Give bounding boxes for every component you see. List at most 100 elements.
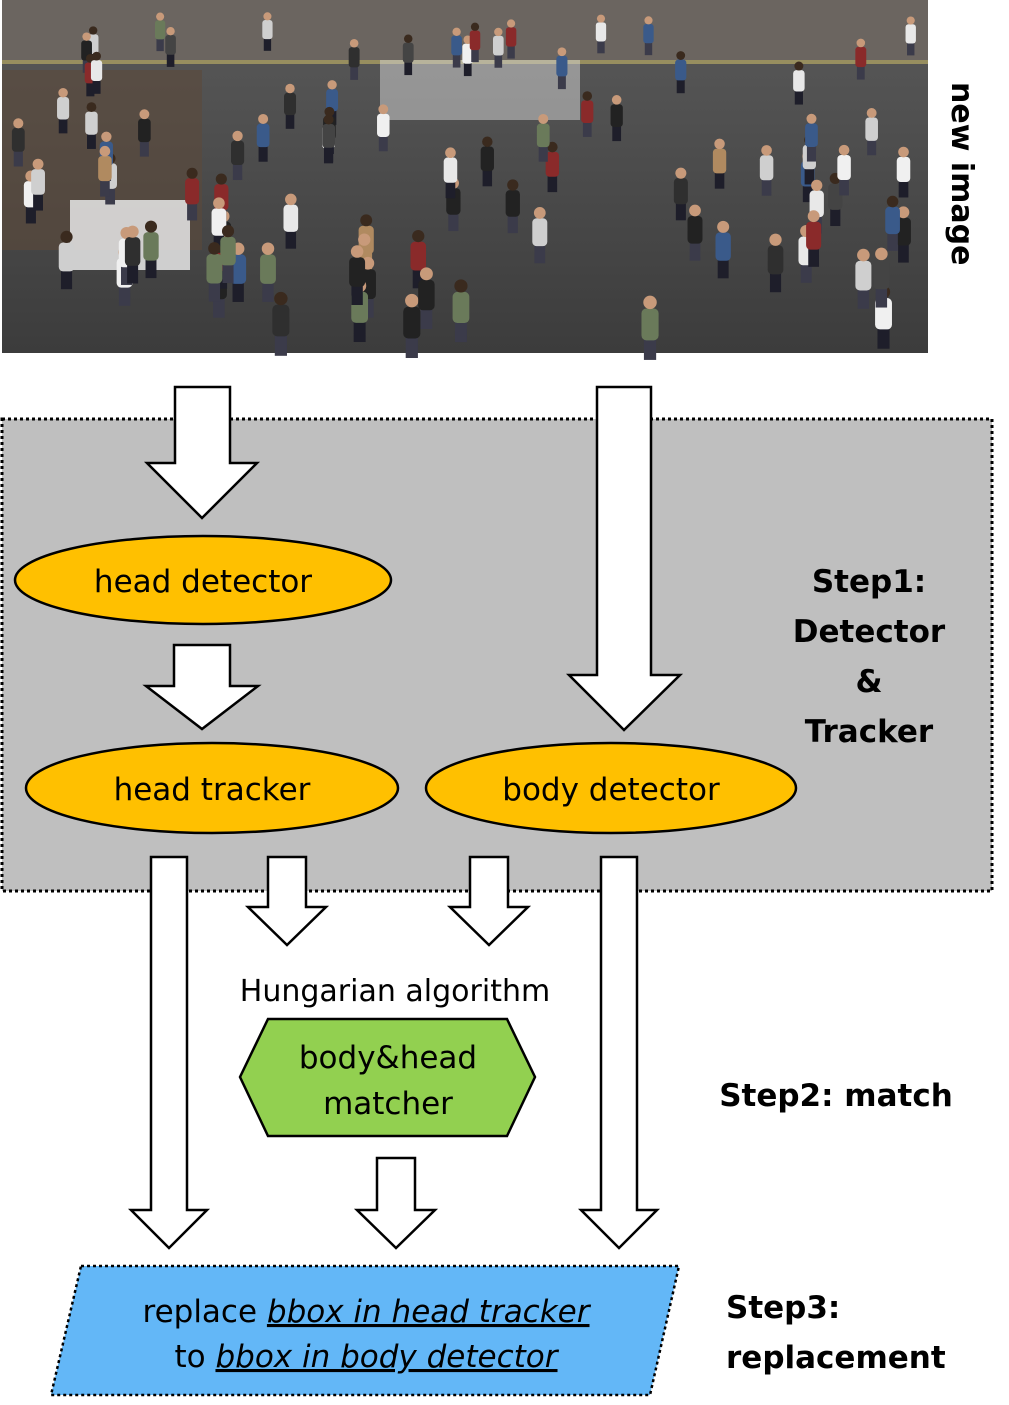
replacement-line2: to bbox in body detector (174, 1339, 559, 1375)
crowd-person (793, 61, 805, 105)
crowd-person (11, 118, 25, 167)
crowd-person (643, 16, 654, 56)
crowd-person (837, 144, 851, 196)
crowd-person (143, 220, 159, 279)
replacement-prefix2: to (174, 1339, 215, 1375)
crowd-person (480, 136, 494, 187)
crowd-person (828, 172, 843, 227)
new-image-label: new image (944, 82, 979, 265)
crowd-person (536, 113, 550, 162)
arrow-body-detector-to-matcher (446, 855, 532, 947)
head-detector-label: head detector (94, 564, 312, 600)
crowd-person (272, 291, 290, 356)
crowd-person (98, 145, 112, 197)
step1-line2: Detector (793, 614, 946, 650)
crowd-person (377, 104, 390, 152)
crowd-person (403, 293, 421, 359)
step3-label: Step3: replacement (726, 1290, 946, 1376)
crowd-person (595, 14, 607, 54)
crowd-person (260, 242, 276, 302)
replacement-node: replace bbox in head tracker to bbox in … (49, 1264, 681, 1397)
crowd-person (885, 195, 900, 251)
crowd-person (443, 147, 458, 199)
replacement-prefix1: replace (143, 1294, 267, 1330)
crowd-person (322, 114, 336, 163)
crowd-person (57, 87, 70, 134)
replacement-emphasis1: bbox in head tracker (267, 1294, 592, 1330)
crowd-person (806, 210, 822, 267)
crowd-person (532, 207, 548, 264)
replacement-line1: replace bbox in head tracker (143, 1294, 592, 1330)
crowd-person (138, 109, 151, 157)
crowd-person (687, 204, 703, 261)
crowd-person (855, 248, 872, 309)
crowd-person (410, 229, 427, 289)
crowd-person (124, 225, 141, 284)
crowd-person (712, 138, 727, 189)
crowd-person (581, 91, 594, 137)
hungarian-algorithm-caption: Hungarian algorithm (240, 974, 550, 1009)
crowd-person (154, 12, 166, 52)
step1-label: Step1: Detector & Tracker (793, 564, 946, 750)
head-tracker-node: head tracker (24, 741, 400, 835)
crowd-person (185, 167, 200, 221)
crowd-person (418, 267, 435, 330)
arrow-image-to-body-detector (565, 385, 684, 732)
crowd-person (865, 108, 878, 156)
crowd-person (873, 247, 890, 308)
crowd-person (641, 295, 659, 360)
crowd-person (90, 51, 103, 94)
crowd-person (58, 230, 75, 290)
crowd-person (505, 179, 520, 234)
crowd-person (31, 158, 45, 211)
crowd-person (905, 16, 916, 56)
body-detector-label: body detector (502, 772, 720, 808)
head-tracker-label: head tracker (114, 772, 311, 808)
crowd-person (348, 38, 360, 80)
head-detector-node: head detector (13, 534, 393, 626)
crowd-person (610, 95, 623, 142)
crowd-person (256, 113, 270, 162)
step3-line1: Step3: (726, 1290, 840, 1326)
arrow-tracker-to-replacement (127, 855, 211, 1250)
crowd-person (896, 146, 911, 198)
step2-label: Step2: match (719, 1078, 953, 1114)
body-head-matcher-node: body&head matcher (238, 1017, 537, 1138)
crowd-person (231, 130, 245, 181)
crowd-person (402, 34, 414, 76)
crowd-person (673, 167, 688, 221)
crowd-person (492, 27, 504, 68)
crowd-person (675, 51, 687, 94)
arrow-matcher-to-replacement (353, 1156, 439, 1250)
arrow-image-to-head-detector (143, 385, 261, 520)
crowd-person (283, 193, 299, 249)
body-detector-node: body detector (424, 741, 798, 835)
arrow-tracker-to-matcher (244, 855, 330, 947)
crowd-person (545, 141, 560, 193)
crowd-person (556, 47, 568, 90)
crowd-person (452, 279, 470, 343)
step1-line4: Tracker (805, 714, 934, 750)
crowd-person (220, 225, 236, 284)
step3-line2: replacement (726, 1340, 946, 1376)
crowd-person (505, 19, 517, 59)
crowd-person (85, 102, 98, 149)
crowd-person (715, 220, 731, 279)
arrow-body-detector-to-replacement (577, 855, 661, 1250)
crowd-person (451, 27, 462, 68)
crowd-person (284, 83, 297, 129)
crowd-photo (2, 0, 928, 360)
arrow-head-detector-to-tracker (142, 643, 262, 731)
crowd-person (206, 242, 223, 302)
step1-line1: Step1: (812, 564, 926, 600)
crowd-person (165, 27, 176, 67)
crowd-person (767, 233, 784, 293)
step1-line3: & (855, 664, 882, 700)
replacement-emphasis2: bbox in body detector (215, 1339, 559, 1375)
matcher-label-line1: body&head (299, 1040, 477, 1076)
crowd-person (805, 113, 818, 162)
crowd-person (349, 245, 366, 305)
crowd-person (262, 12, 273, 51)
matcher-label-line2: matcher (323, 1086, 453, 1122)
